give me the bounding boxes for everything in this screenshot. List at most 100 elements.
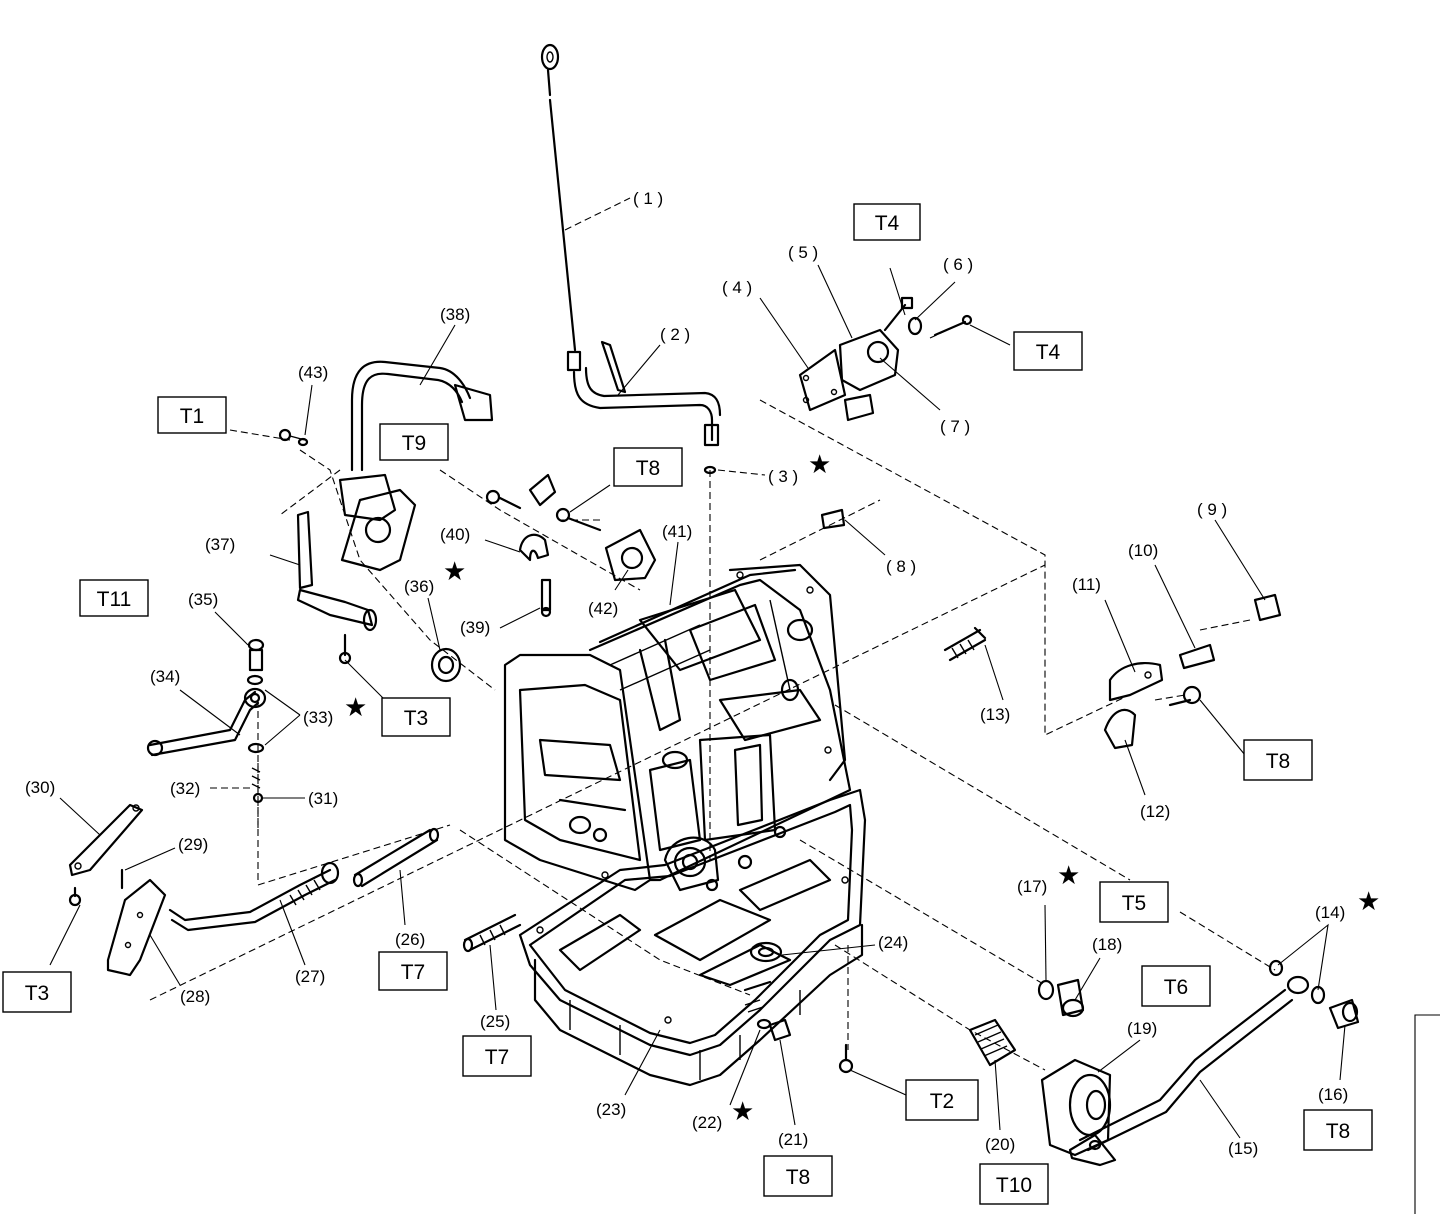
torque-box-t4-b: T4 <box>1013 331 1083 371</box>
torque-box-t1: T1 <box>157 396 227 434</box>
callout-labels: ( 1 ) ( 2 ) ( 3 ) ( 4 ) ( 5 ) ( 6 ) ( 7 … <box>25 189 1348 1158</box>
callout-20: (20) <box>985 1135 1015 1154</box>
torque-boxes: T1 T9 T8 T4 T4 T11 T3 T3 <box>2 203 1373 1205</box>
callout-19: (19) <box>1127 1019 1157 1038</box>
star-icon: ★ <box>731 1096 754 1126</box>
callout-12: (12) <box>1140 802 1170 821</box>
studs <box>352 827 522 953</box>
callout-5: ( 5 ) <box>788 243 818 262</box>
callout-15: (15) <box>1228 1139 1258 1158</box>
callout-6: ( 6 ) <box>943 255 973 274</box>
svg-text:T11: T11 <box>97 588 132 611</box>
svg-text:T3: T3 <box>25 982 50 1005</box>
oil-pan <box>518 788 867 1087</box>
callout-3: ( 3 ) <box>768 467 798 486</box>
callout-41: (41) <box>662 522 692 541</box>
svg-text:T9: T9 <box>402 432 427 455</box>
star-icon: ★ <box>443 556 466 586</box>
callout-13: (13) <box>980 705 1010 724</box>
oil-charge-pipe <box>572 340 722 475</box>
torque-box-t10: T10 <box>979 1163 1049 1205</box>
callout-42: (42) <box>588 599 618 618</box>
callout-28: (28) <box>180 987 210 1006</box>
callout-31: (31) <box>308 789 338 808</box>
callout-43: (43) <box>298 363 328 382</box>
star-icon: ★ <box>1057 860 1080 890</box>
callout-16: (16) <box>1318 1085 1348 1104</box>
callout-22: (22) <box>692 1113 722 1132</box>
torque-box-t8-b: T8 <box>1243 739 1313 781</box>
svg-text:T7: T7 <box>401 961 426 984</box>
shift-components <box>820 508 1282 750</box>
svg-text:T8: T8 <box>636 457 661 480</box>
svg-text:T5: T5 <box>1122 892 1147 915</box>
torque-box-t9: T9 <box>379 423 449 461</box>
pulse-sensor-group <box>485 473 657 618</box>
svg-text:T3: T3 <box>404 707 429 730</box>
torque-box-t8-c: T8 <box>763 1155 833 1197</box>
torque-box-t8-a: T8 <box>613 447 683 487</box>
oil-pipe-left <box>146 638 462 804</box>
callout-30: (30) <box>25 778 55 797</box>
callout-leaders <box>49 197 1440 1214</box>
callout-27: (27) <box>295 967 325 986</box>
callout-2: ( 2 ) <box>660 325 690 344</box>
callout-8: ( 8 ) <box>886 557 916 576</box>
callout-29: (29) <box>178 835 208 854</box>
speed-sensor-assembly <box>798 296 973 422</box>
torque-box-t8-d: T8 <box>1303 1109 1373 1151</box>
callout-23: (23) <box>596 1100 626 1119</box>
drain-plug <box>743 980 792 1042</box>
oil-level-gauge <box>540 43 582 372</box>
callout-4: ( 4 ) <box>722 278 752 297</box>
filter-and-pipe-right <box>838 959 1360 1167</box>
callout-33: (33) <box>303 708 333 727</box>
callout-1: ( 1 ) <box>633 189 663 208</box>
cooler-pipe-assembly <box>68 803 340 977</box>
callout-25: (25) <box>480 1012 510 1031</box>
callout-38: (38) <box>440 305 470 324</box>
callout-21: (21) <box>778 1130 808 1149</box>
torque-box-t4-a: T4 <box>853 203 921 241</box>
svg-text:T8: T8 <box>786 1166 811 1189</box>
svg-text:T8: T8 <box>1266 750 1291 773</box>
svg-text:T4: T4 <box>1036 341 1061 364</box>
callout-39: (39) <box>460 618 490 637</box>
svg-text:T7: T7 <box>485 1046 510 1069</box>
svg-text:T4: T4 <box>875 212 900 235</box>
callout-11: (11) <box>1072 575 1101 594</box>
callout-32: (32) <box>170 779 200 798</box>
star-icon: ★ <box>344 692 367 722</box>
torque-box-t11: T11 <box>79 579 149 617</box>
torque-box-t7-a: T7 <box>378 951 448 991</box>
torque-box-t3-b: T3 <box>2 971 72 1013</box>
replacement-markers: ★ ★ ★ ★ ★ ★ <box>344 449 1380 1126</box>
callout-14: (14) <box>1315 903 1345 922</box>
callout-34: (34) <box>150 667 180 686</box>
transmission-case <box>503 563 852 892</box>
star-icon: ★ <box>808 449 831 479</box>
callout-17: (17) <box>1017 877 1047 896</box>
callout-7: ( 7 ) <box>940 417 970 436</box>
callout-10: (10) <box>1128 541 1158 560</box>
callout-36: (36) <box>404 577 434 596</box>
callout-9: ( 9 ) <box>1197 500 1227 519</box>
torque-box-t6: T6 <box>1141 965 1211 1007</box>
svg-text:T10: T10 <box>996 1174 1032 1197</box>
callout-35: (35) <box>188 590 218 609</box>
torque-box-t7-b: T7 <box>462 1035 532 1077</box>
callout-18: (18) <box>1092 935 1122 954</box>
svg-text:T6: T6 <box>1164 976 1189 999</box>
svg-text:T1: T1 <box>180 405 205 428</box>
torque-box-t2: T2 <box>905 1079 979 1121</box>
callout-24: (24) <box>878 933 908 952</box>
torque-box-t3-a: T3 <box>381 697 451 737</box>
inhibitor-switch-assembly <box>278 360 494 665</box>
svg-text:T8: T8 <box>1326 1120 1351 1143</box>
star-icon: ★ <box>1357 886 1380 916</box>
svg-text:T2: T2 <box>930 1090 955 1113</box>
callout-40: (40) <box>440 525 470 544</box>
torque-box-t5: T5 <box>1099 881 1169 923</box>
callout-37: (37) <box>205 535 235 554</box>
